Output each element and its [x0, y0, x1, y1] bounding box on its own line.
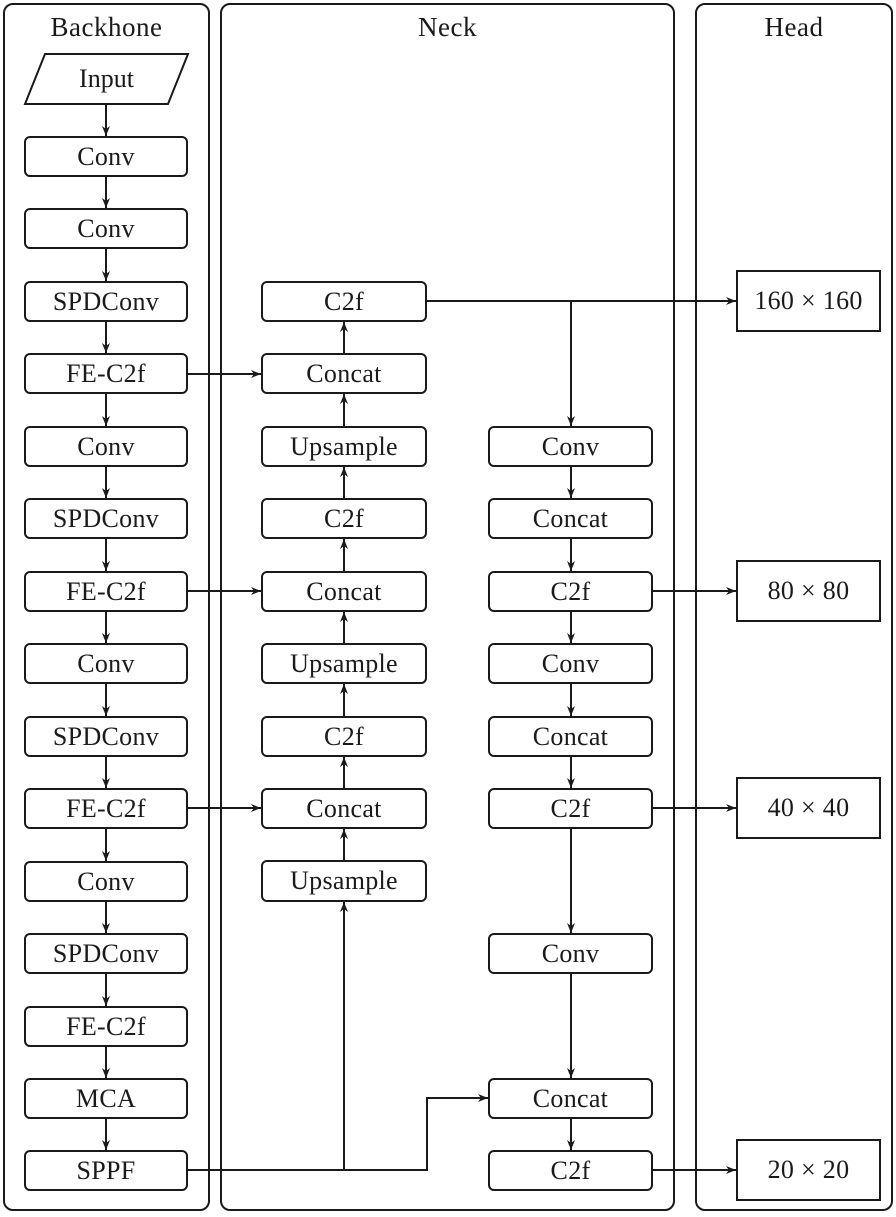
backbone-spdconv-1: SPDConv	[24, 281, 188, 322]
backbone-spdconv-3: SPDConv	[24, 716, 188, 757]
neck-down-c2f-1: C2f	[488, 571, 653, 612]
backbone-fe-c2f-4: FE-C2f	[24, 1006, 188, 1047]
neck-up-concat-2: Concat	[261, 571, 427, 612]
neck-down-conv-2: Conv	[488, 643, 653, 684]
neck-up-c2f-2: C2f	[261, 498, 427, 539]
neck-panel	[220, 3, 675, 1211]
backbone-spdconv-2: SPDConv	[24, 498, 188, 539]
neck-up-concat-3: Concat	[261, 788, 427, 829]
neck-up-c2f-3: C2f	[261, 716, 427, 757]
input-node: Input	[79, 64, 134, 93]
backbone-conv-3: Conv	[24, 426, 188, 467]
neck-up-c2f-top: C2f	[261, 281, 427, 322]
neck-down-c2f-2: C2f	[488, 788, 653, 829]
neck-down-concat-2: Concat	[488, 716, 653, 757]
neck-down-concat-3: Concat	[488, 1078, 653, 1119]
backbone-fe-c2f-1: FE-C2f	[24, 353, 188, 394]
backbone-fe-c2f-2: FE-C2f	[24, 571, 188, 612]
head-output-80: 80 × 80	[736, 560, 881, 622]
backbone-conv-1: Conv	[24, 136, 188, 177]
backbone-conv-2: Conv	[24, 208, 188, 249]
head-title: Head	[764, 12, 824, 42]
neck-up-upsample-1: Upsample	[261, 426, 427, 467]
neck-up-upsample-3: Upsample	[261, 860, 427, 902]
neck-down-conv-3: Conv	[488, 933, 653, 974]
backbone-spdconv-4: SPDConv	[24, 933, 188, 974]
backbone-fe-c2f-3: FE-C2f	[24, 788, 188, 829]
neck-down-c2f-3: C2f	[488, 1150, 653, 1191]
backbone-panel	[3, 3, 210, 1211]
backbone-mca: MCA	[24, 1078, 188, 1119]
head-output-160: 160 × 160	[736, 270, 881, 332]
head-output-40: 40 × 40	[736, 777, 881, 839]
input-parallelogram	[23, 53, 190, 105]
backbone-conv-4: Conv	[24, 643, 188, 684]
head-panel	[695, 3, 893, 1211]
neck-up-upsample-2: Upsample	[261, 643, 427, 684]
backbone-sppf: SPPF	[24, 1150, 188, 1191]
neck-down-conv-1: Conv	[488, 426, 653, 467]
backbone-conv-5: Conv	[24, 861, 188, 902]
backbone-title: Backhone	[50, 12, 163, 42]
neck-up-concat-1: Concat	[261, 353, 427, 394]
neck-title: Neck	[418, 12, 477, 42]
neck-down-concat-1: Concat	[488, 498, 653, 539]
head-output-20: 20 × 20	[736, 1139, 881, 1201]
